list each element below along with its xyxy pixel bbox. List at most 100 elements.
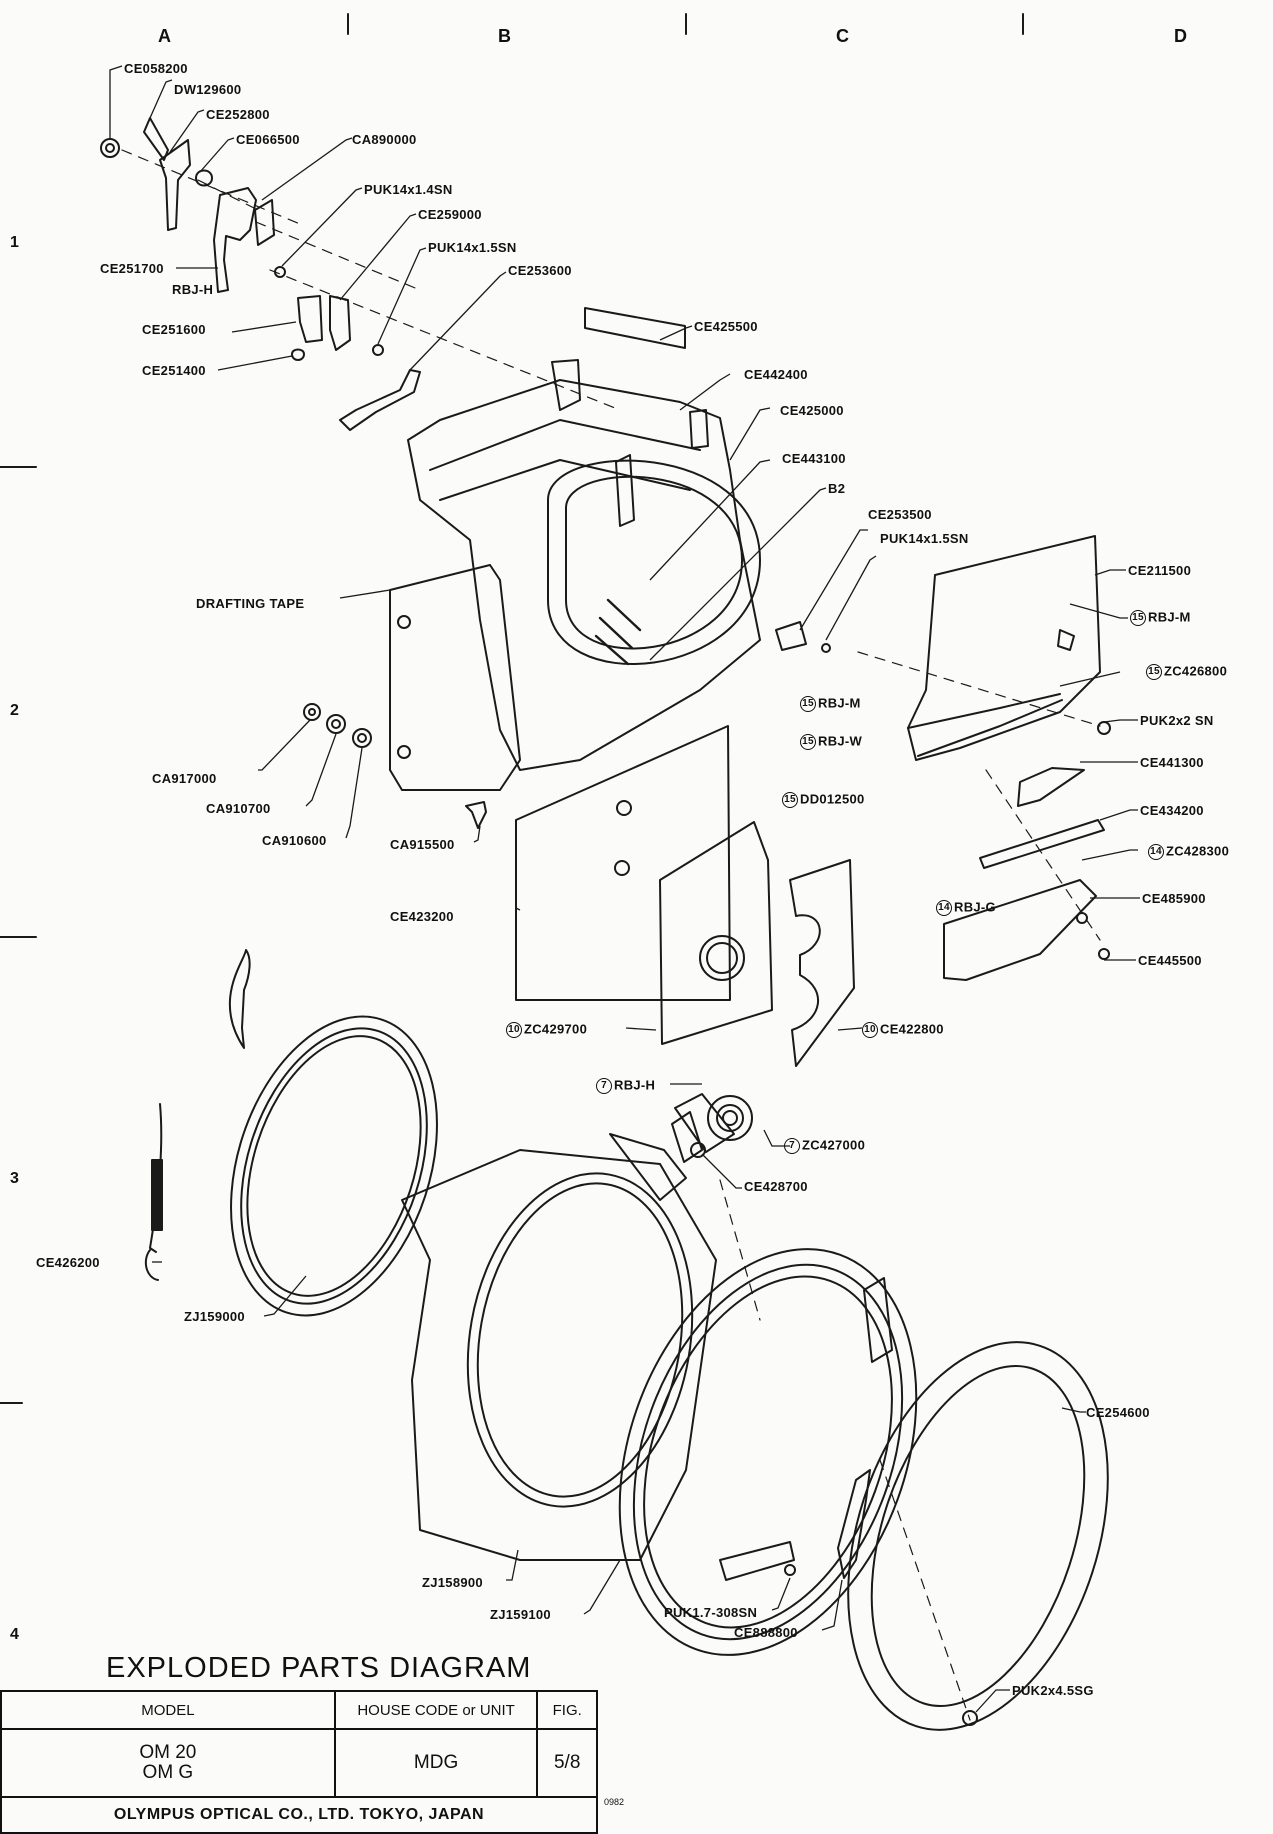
- label-ca915500: CA915500: [390, 837, 455, 852]
- label-ce251600: CE251600: [142, 322, 206, 337]
- circled-15: 15: [800, 696, 816, 712]
- spring-b2: [594, 598, 642, 666]
- label-ca917000: CA917000: [152, 771, 217, 786]
- bracket-ce253500: [775, 621, 807, 651]
- circled-15: 15: [800, 734, 816, 750]
- part-ce434200: [979, 819, 1105, 869]
- house-code-value: MDG: [333, 1728, 539, 1798]
- cap-zc427000: [674, 1093, 735, 1153]
- label-rbj-h-a: RBJ-H: [172, 282, 214, 297]
- label-ce254600: CE254600: [1086, 1405, 1150, 1420]
- row-number-3: 3: [10, 1170, 19, 1187]
- label-ce442400: CE442400: [744, 367, 808, 382]
- lever-ce253600: [339, 369, 421, 431]
- cover-ce423200: [515, 725, 731, 1001]
- model-header: MODEL: [0, 1690, 336, 1730]
- label-ce066500: CE066500: [236, 132, 300, 147]
- ring-zj159100: [618, 1248, 918, 1656]
- model-line-2: OM G: [142, 1762, 194, 1783]
- circled-15: 15: [1130, 610, 1146, 626]
- washer-ce485900: [1076, 912, 1088, 924]
- fig-header: FIG.: [536, 1690, 598, 1730]
- lever-ce888800: [837, 1469, 871, 1579]
- label-ce425500: CE425500: [694, 319, 758, 334]
- label-ce426200: CE426200: [36, 1255, 100, 1270]
- plate-ca890000: [254, 199, 275, 246]
- column-letter-c: C: [836, 26, 849, 46]
- plate-ce422800: [789, 859, 855, 1067]
- screw-puk14x15sn-b: [821, 643, 831, 653]
- label-ca910600: CA910600: [262, 833, 327, 848]
- label-puk14x15sn-b: PUK14x1.5SN: [880, 531, 969, 546]
- washer-ca917000: [303, 703, 321, 721]
- label-ce428700: CE428700: [744, 1179, 808, 1194]
- circled-14: 14: [1148, 844, 1164, 860]
- column-letter-b: B: [498, 26, 511, 46]
- circled-10: 10: [506, 1022, 522, 1038]
- ring-ce254600: [847, 1341, 1109, 1731]
- model-line-1: OM 20: [139, 1742, 197, 1764]
- column-letter-a: A: [158, 26, 171, 46]
- screw-puk17-308sn: [784, 1564, 796, 1576]
- label-ce441300: CE441300: [1140, 755, 1204, 770]
- screw-ce445500: [1098, 948, 1110, 960]
- label-ce058200: CE058200: [124, 61, 188, 76]
- column-letter-d: D: [1174, 26, 1187, 46]
- circled-10: 10: [862, 1022, 878, 1038]
- row-number-4: 4: [10, 1626, 19, 1643]
- label-zj158900: ZJ158900: [422, 1575, 483, 1590]
- label-ce445500: CE445500: [1138, 953, 1202, 968]
- diagram-title: EXPLODED PARTS DIAGRAM: [106, 1652, 532, 1684]
- drafting-tape-panel: [389, 564, 521, 791]
- label-dw129600: DW129600: [174, 82, 242, 97]
- screw-puk14x15sn-a: [372, 344, 384, 356]
- row-number-2: 2: [10, 702, 19, 719]
- wire-ce426200-top: [228, 949, 251, 1049]
- plate-ce428700: [671, 1111, 703, 1163]
- label-ce211500: CE211500: [1128, 563, 1192, 578]
- circled-15: 15: [782, 792, 798, 808]
- circled-14: 14: [936, 900, 952, 916]
- washer-ca910600: [352, 728, 372, 748]
- label-ce443100: CE443100: [782, 451, 846, 466]
- label-ce434200: CE434200: [1140, 803, 1204, 818]
- flex-board-ce211500: [907, 535, 1101, 761]
- part-ce441300: [1017, 767, 1085, 807]
- label-puk14x15sn-a: PUK14x1.5SN: [428, 240, 517, 255]
- label-puk2x2sn: PUK2x2 SN: [1140, 713, 1214, 728]
- plate-zc428300: [943, 879, 1097, 981]
- label-ce252800: CE252800: [206, 107, 270, 122]
- spring-dw129600: [143, 117, 169, 161]
- screw-ca915500: [465, 801, 487, 829]
- body-frame: [407, 379, 761, 771]
- label-puk14x14sn: PUK14x1.4SN: [364, 182, 453, 197]
- label-puk17-308sn: PUK1.7-308SN: [664, 1605, 758, 1620]
- label-zj159000: ZJ159000: [184, 1309, 245, 1324]
- label-ce253600: CE253600: [508, 263, 572, 278]
- label-ca890000: CA890000: [352, 132, 417, 147]
- screw-ce058200: [100, 138, 120, 158]
- washer-ce066500: [195, 169, 213, 187]
- label-ce251400: CE251400: [142, 363, 206, 378]
- ring-zj159000: [230, 1015, 438, 1317]
- title-block-table: MODEL HOUSE CODE or UNIT FIG. OM 20 OM G…: [0, 1690, 598, 1834]
- lever-ce251700: [213, 187, 257, 293]
- label-ce425000: CE425000: [780, 403, 844, 418]
- label-drafting-tape: DRAFTING TAPE: [196, 596, 305, 611]
- label-zj159100: ZJ159100: [490, 1607, 551, 1622]
- document-code: 0982: [604, 1797, 625, 1807]
- screw-puk2x2sn: [1097, 721, 1111, 735]
- label-ce251700: CE251700: [100, 261, 164, 276]
- house-code-header: HOUSE CODE or UNIT: [333, 1690, 539, 1730]
- fig-value: 5/8: [536, 1728, 598, 1798]
- company-name: OLYMPUS OPTICAL CO., LTD. TOKYO, JAPAN: [0, 1796, 598, 1834]
